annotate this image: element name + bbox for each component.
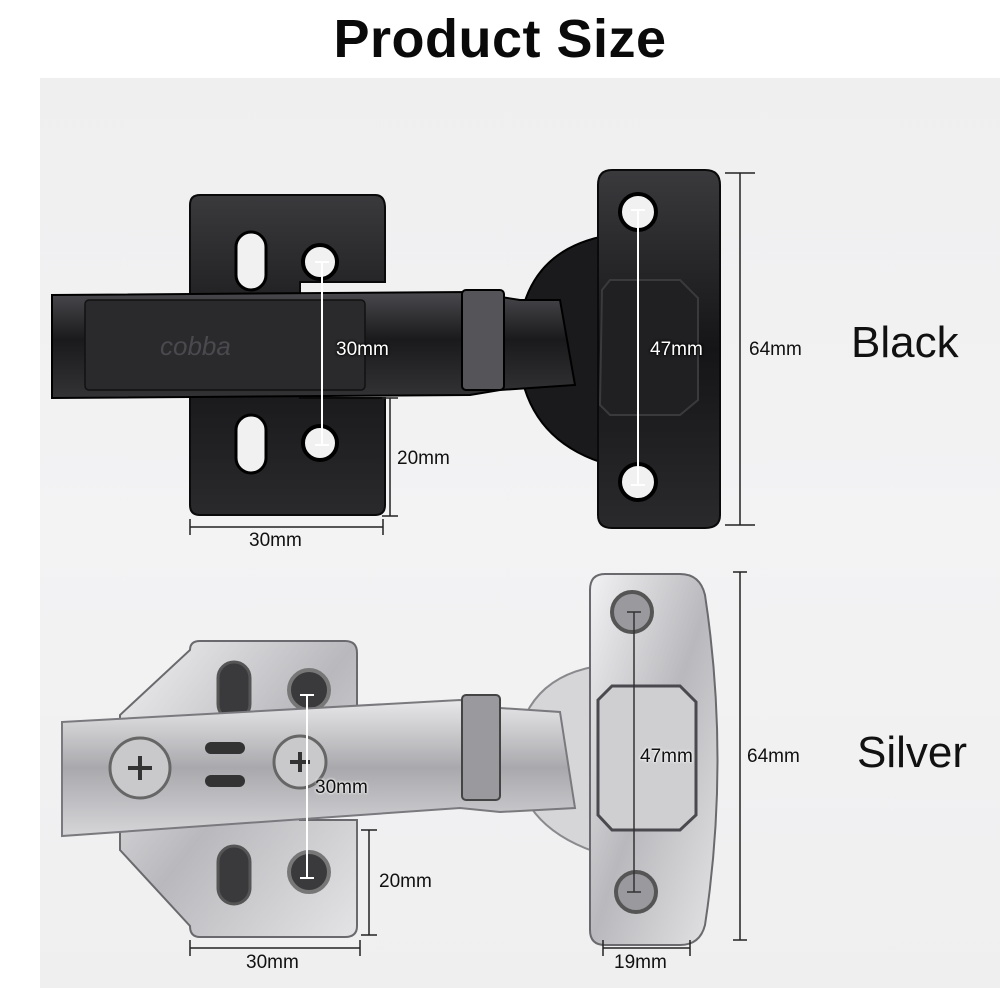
silver-knuckle bbox=[461, 694, 501, 801]
black-mount-plate-inner bbox=[598, 279, 699, 416]
black-dimension-lines bbox=[315, 209, 645, 486]
silver-variant-label: Silver bbox=[857, 728, 968, 777]
silver-base-hole-top bbox=[287, 668, 331, 712]
black-base-slot-bottom bbox=[234, 413, 268, 475]
black-base-width-label: 30mm bbox=[249, 530, 302, 551]
silver-slot-mid-a bbox=[205, 742, 245, 754]
black-plate-height-label: 64mm bbox=[749, 339, 802, 360]
black-hinge: cobba bbox=[51, 169, 721, 529]
black-variant-label: Black bbox=[851, 318, 959, 367]
silver-slot-mid-b bbox=[205, 775, 245, 787]
silver-outer-dimensions bbox=[189, 571, 747, 956]
black-base-hole-bottom bbox=[301, 424, 339, 462]
black-brand-mark: cobba bbox=[160, 331, 231, 361]
silver-plate-width-label: 19mm bbox=[614, 952, 667, 973]
silver-plate-height-label: 64mm bbox=[747, 746, 800, 767]
silver-base-width-label: 30mm bbox=[246, 952, 299, 973]
silver-dimension-lines bbox=[300, 694, 314, 879]
black-outer-dimensions bbox=[189, 172, 755, 535]
black-base-slot-top bbox=[234, 230, 268, 292]
silver-base-slot-bottom bbox=[216, 844, 252, 906]
silver-plate-hole-spacing-label: 47mm bbox=[640, 746, 693, 767]
black-arm-top bbox=[84, 299, 366, 391]
silver-base-offset-label: 20mm bbox=[379, 871, 432, 892]
black-cup-hole-spacing-label: 30mm bbox=[336, 339, 389, 360]
silver-dimension-lines-dark bbox=[627, 611, 641, 893]
page-title: Product Size bbox=[333, 9, 667, 69]
black-plate-hole-spacing-label: 47mm bbox=[650, 339, 703, 360]
silver-base-hole-bottom bbox=[287, 850, 331, 894]
black-knuckle bbox=[461, 289, 505, 391]
black-base-offset-label: 20mm bbox=[397, 448, 450, 469]
silver-cup-hole-spacing-label: 30mm bbox=[315, 777, 368, 798]
